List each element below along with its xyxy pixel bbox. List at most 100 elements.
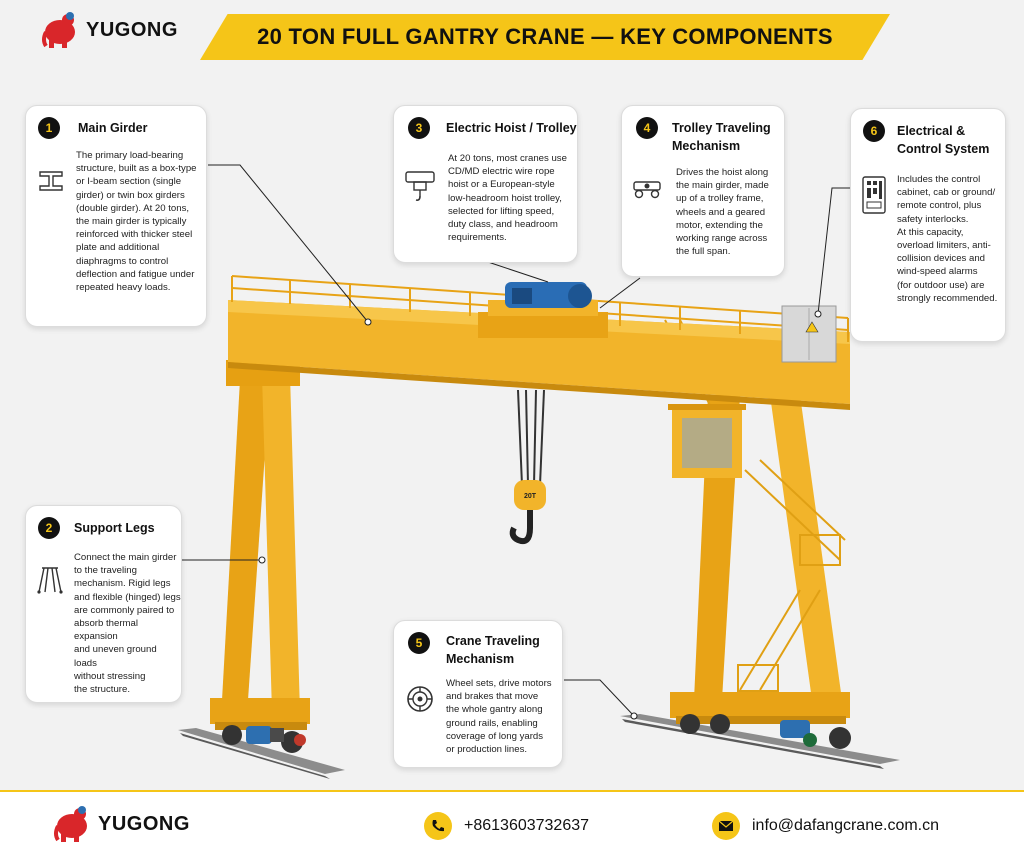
control-cabinet	[781, 305, 837, 363]
email-address[interactable]: info@dafangcrane.com.cn	[752, 817, 940, 834]
component-desc-line: Drives the hoist along	[676, 167, 769, 178]
component-desc-line: wheels and a geared	[676, 206, 766, 218]
component-desc-line: low-headroom hoist trolley,	[448, 192, 562, 204]
component-desc-line: collision devices and	[897, 253, 985, 265]
right-travel-wheels	[680, 714, 851, 749]
component-desc-line: up of a trolley frame,	[676, 193, 764, 205]
component-number: 1	[38, 117, 60, 139]
trolley-wheels-icon	[633, 181, 661, 199]
component-card-support-legs: 2 Support Legs Connect the main girder t…	[25, 505, 182, 703]
component-desc-line: and uneven ground	[74, 644, 157, 656]
component-title-line: Crane Traveling	[446, 634, 540, 648]
component-desc-line: CD/MD electric wire rope	[448, 166, 555, 178]
component-desc-line: diaphragms to control	[76, 255, 169, 267]
component-title: Support Legs	[74, 521, 155, 535]
footer-brand-logo: YUGONG	[52, 804, 190, 844]
component-desc-line: absorb thermal expansion	[74, 618, 138, 643]
elephant-logo-icon	[54, 806, 87, 842]
left-travel-wheels	[222, 725, 306, 753]
component-desc-line: hoist or a European-style	[448, 179, 555, 191]
component-desc-line: deflection and fatigue under	[76, 268, 195, 280]
component-desc-line: the main girder, made	[676, 180, 769, 192]
callout-leader-lines	[182, 164, 852, 717]
component-title-line: Mechanism	[446, 652, 515, 666]
brand-name: YUGONG	[86, 18, 178, 41]
component-desc-line: are commonly paired to	[74, 604, 175, 616]
gear-wheel-icon	[407, 686, 433, 712]
component-desc-line: and brakes that move	[446, 691, 539, 703]
component-number: 6	[863, 120, 885, 142]
component-desc-line: and flexible (hinged) legs	[74, 591, 181, 603]
component-desc-line: girder) or twin box girders	[76, 189, 185, 201]
footer-brand-name: YUGONG	[98, 812, 190, 835]
component-card-electric-hoist: 3 Electric Hoist / Trolley At 20 tons, m…	[393, 105, 578, 263]
component-desc-line: loads	[74, 657, 97, 669]
callout-anchor-dots	[258, 310, 822, 720]
i-beam-icon	[39, 171, 63, 191]
trolley-hoist	[478, 282, 608, 338]
component-number: 5	[408, 632, 430, 654]
component-desc-line: strongly recommended.	[897, 292, 998, 304]
component-desc-line: or production lines.	[446, 744, 528, 756]
operator-cab	[668, 404, 746, 478]
component-desc-line: without stressing	[74, 670, 146, 682]
component-desc-line: repeated heavy loads.	[76, 282, 171, 294]
phone-contact[interactable]: +8613603732637	[424, 812, 589, 840]
component-desc-line: mechanism. Rigid legs	[74, 578, 171, 590]
component-desc-line: Includes the control	[897, 174, 981, 185]
component-desc-line: Wheel sets, drive motors	[446, 678, 552, 689]
component-title: Main Girder	[78, 121, 148, 135]
component-card-crane-traveling: 5 Crane Traveling Mechanism Wheel sets, …	[393, 620, 563, 768]
component-number: 3	[408, 117, 430, 139]
component-desc-line: reinforced with thicker steel	[76, 229, 193, 241]
component-card-electrical-control: 6 Electrical & Control System Includes t…	[850, 108, 1006, 342]
component-number: 4	[636, 117, 658, 139]
component-desc-line: working range across	[676, 233, 768, 245]
component-desc-line: remote control, plus	[897, 200, 982, 212]
component-desc-line: the structure.	[74, 684, 130, 696]
brand-logo: YUGONG	[40, 10, 178, 50]
component-desc-line: wind-speed alarms	[897, 266, 978, 278]
component-desc-line: (for outdoor use) are	[897, 279, 985, 291]
component-desc-line: requirements.	[448, 232, 507, 244]
hoist-hook	[509, 389, 546, 545]
hook-capacity-label: 20T	[524, 493, 537, 500]
phone-icon	[424, 812, 452, 840]
component-desc-line: the whole gantry along	[446, 704, 543, 716]
component-desc-line: the main girder is typically	[76, 216, 187, 228]
component-title: Electrical & Control System	[897, 122, 989, 158]
component-desc-line: ground rails, enabling	[446, 717, 538, 729]
component-desc-line: or I-beam section (single	[76, 176, 182, 188]
component-desc-line: to the traveling	[74, 565, 137, 577]
component-desc-line: The primary load-bearing	[76, 150, 184, 161]
component-title-line: Control System	[897, 142, 990, 156]
component-title-line: Trolley Traveling	[672, 121, 771, 135]
component-desc-line: Connect the main girder	[74, 552, 177, 563]
component-title-line: Mechanism	[672, 139, 741, 153]
elephant-logo-icon	[42, 12, 75, 48]
component-number: 2	[38, 517, 60, 539]
component-desc-line: cabinet, cab or ground/	[897, 187, 996, 199]
email-icon	[712, 812, 740, 840]
component-card-trolley-traveling: 4 Trolley Traveling Mechanism Drives the…	[621, 105, 785, 277]
control-panel-icon	[862, 176, 886, 214]
component-desc-line: structure, built as a box-type	[76, 163, 197, 175]
component-title-line: Electrical &	[897, 124, 966, 138]
component-card-main-girder: 1 Main Girder The primary load-bearing s…	[25, 105, 207, 327]
component-desc-line: overload limiters, anti-	[897, 240, 991, 252]
page-title: 20 TON FULL GANTRY CRANE — KEY COMPONENT…	[257, 24, 833, 49]
email-contact[interactable]: info@dafangcrane.com.cn	[712, 812, 939, 840]
component-desc-line: At 20 tons, most cranes use	[448, 153, 567, 164]
component-desc-line: plate and additional	[76, 242, 160, 254]
component-desc-line: selected for lifting speed,	[448, 205, 555, 217]
component-desc-line: (double girder). At 20 tons,	[76, 202, 190, 214]
component-title: Crane Traveling Mechanism	[446, 632, 540, 668]
component-title: Trolley Traveling Mechanism	[672, 119, 771, 155]
component-desc-line: At this capacity,	[897, 226, 964, 238]
phone-number[interactable]: +8613603732637	[464, 817, 590, 834]
component-desc-line: safety interlocks.	[897, 213, 969, 225]
hoist-icon	[405, 171, 435, 201]
left-support-legs	[210, 360, 310, 730]
footer: YUGONG +8613603732637 info@dafangcrane.c…	[0, 790, 1024, 860]
support-legs-icon	[37, 567, 63, 594]
